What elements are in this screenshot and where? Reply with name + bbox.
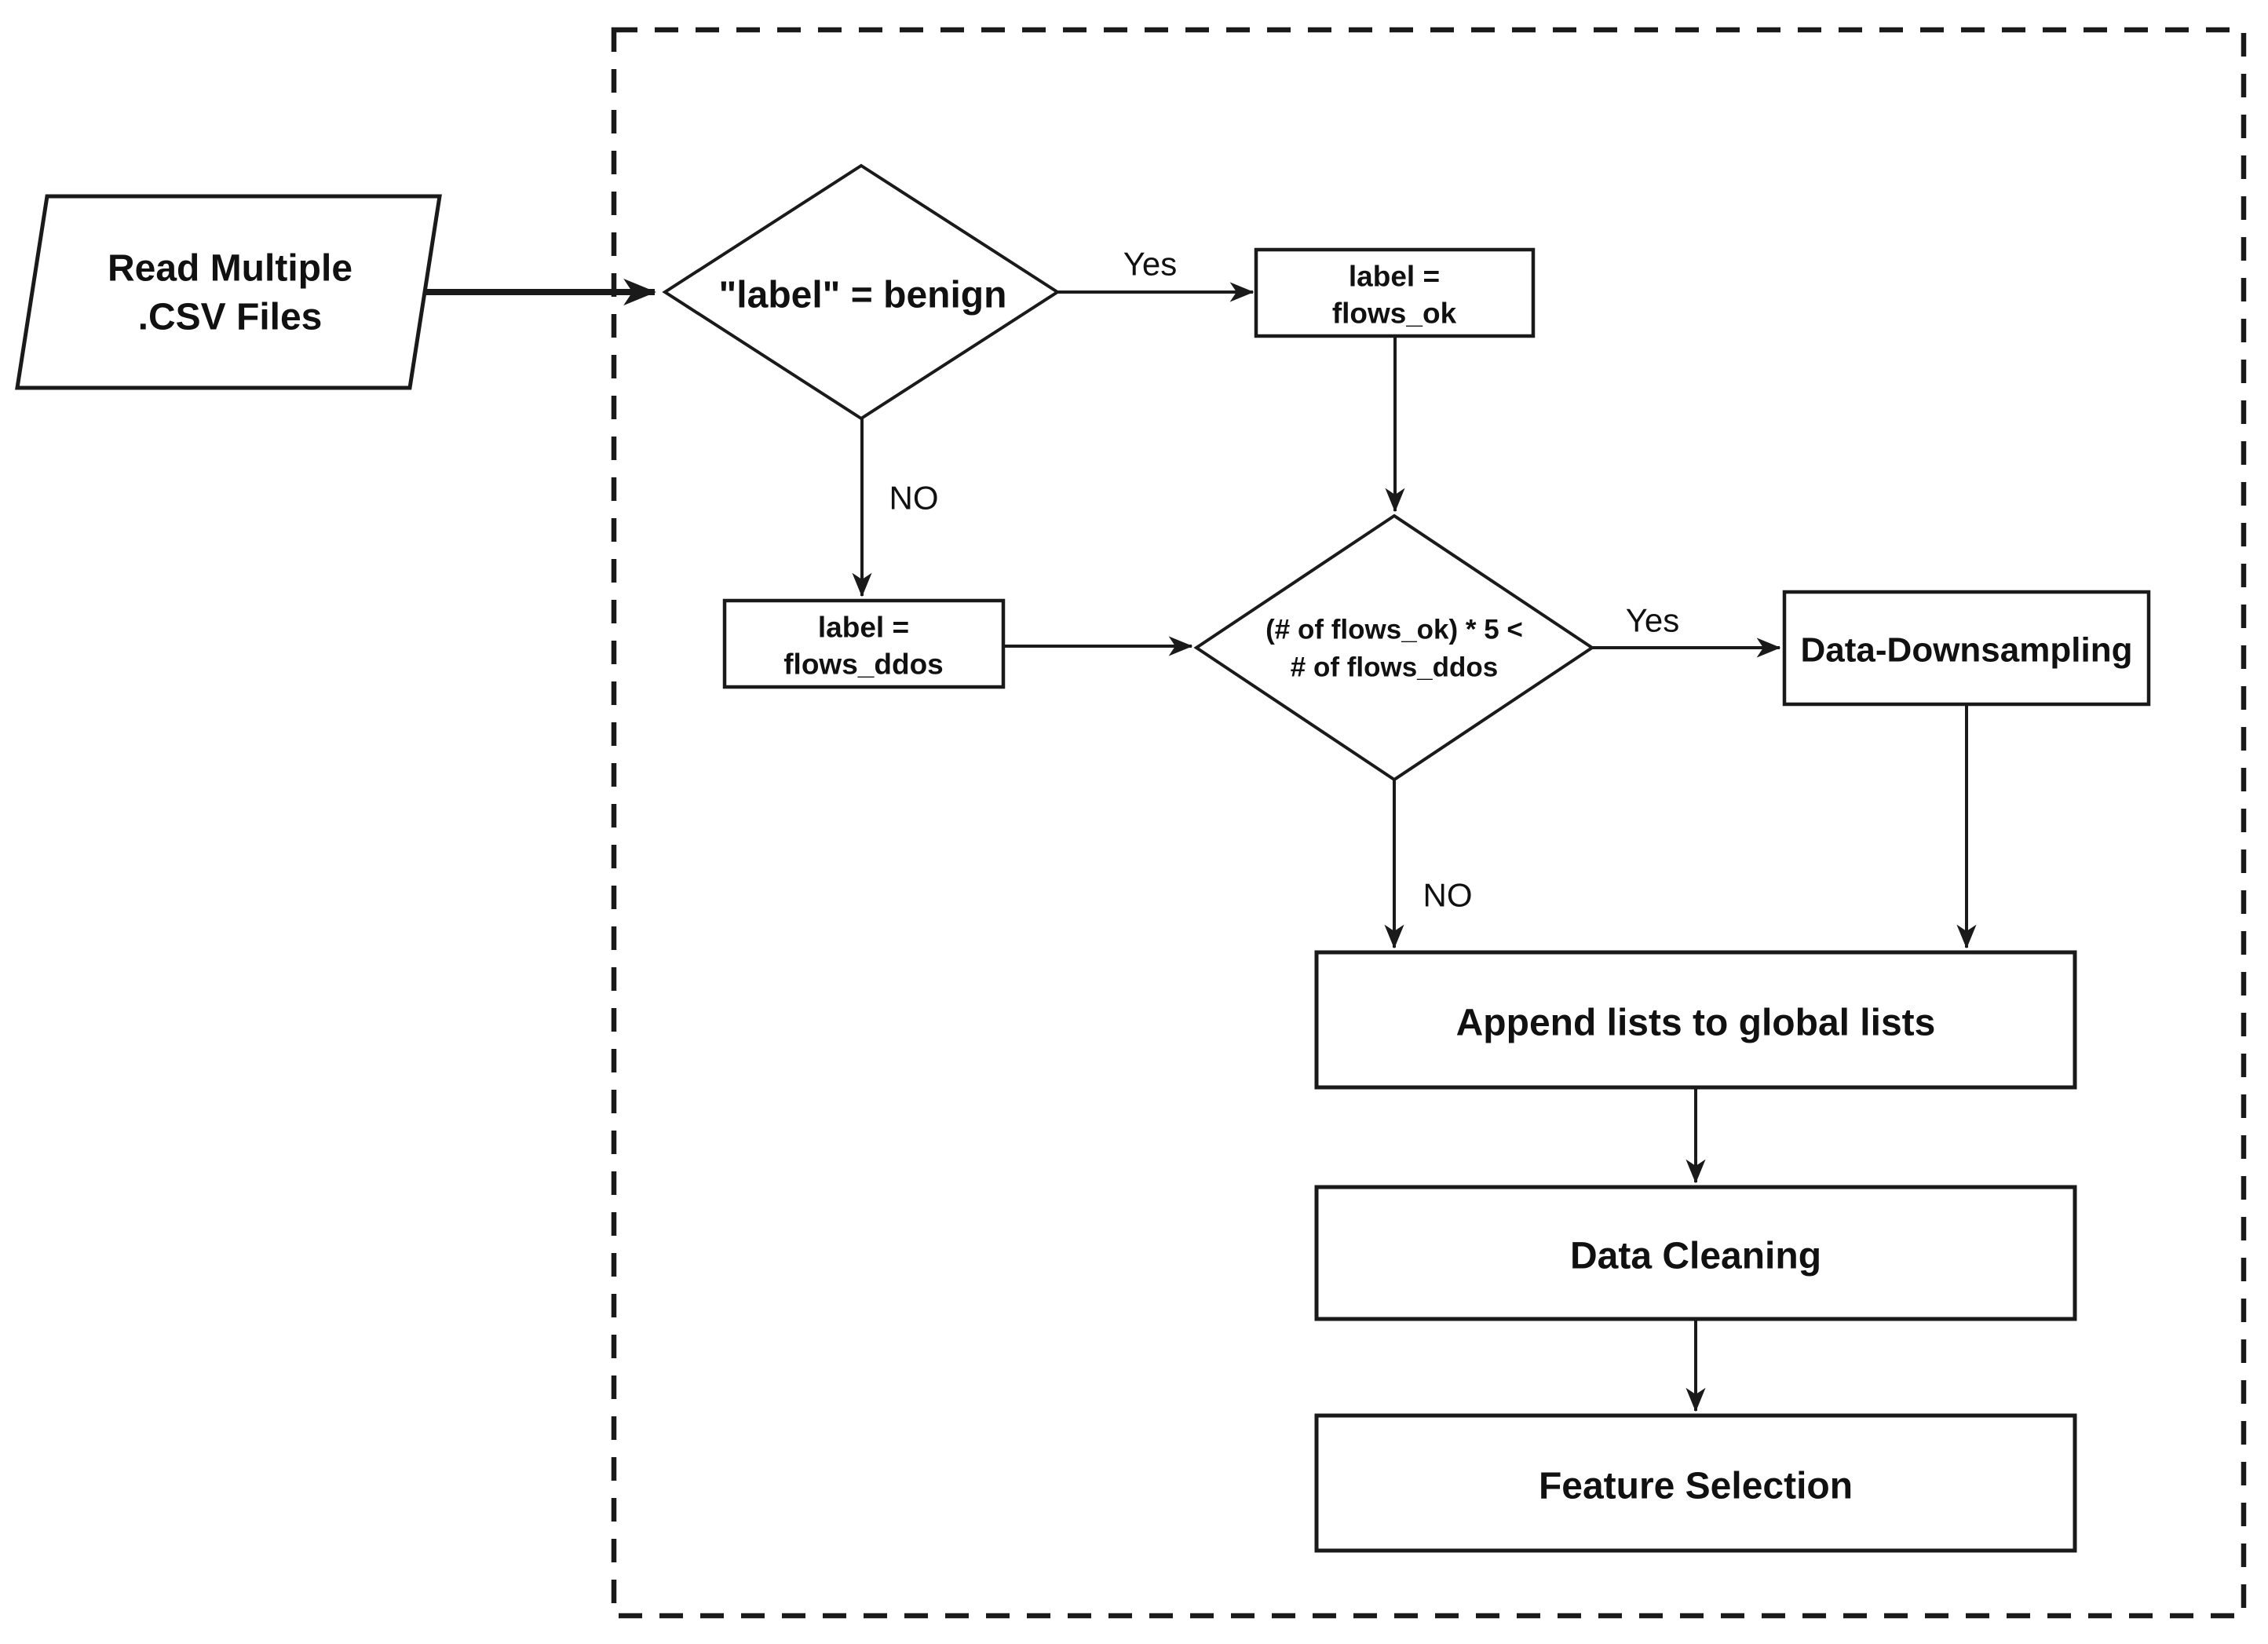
flows-ddos-label-line2: flows_ddos <box>783 648 944 681</box>
downsampling-label: Data-Downsampling <box>1801 631 2133 670</box>
feature-selection-label: Feature Selection <box>1539 1466 1853 1507</box>
node-flows-ok: label = flows_ok <box>1254 247 1536 338</box>
flows-ok-label-line2: flows_ok <box>1332 298 1457 330</box>
flows-ok-label-line1: label = <box>1349 261 1440 293</box>
read-csv-label-line1: Read Multiple <box>108 248 352 290</box>
edge-label-ratio-no: NO <box>1423 877 1473 914</box>
data-cleaning-box <box>1314 1185 2077 1321</box>
flows-ok-box <box>1254 247 1536 338</box>
edge-label-benign-yes: Yes <box>1123 246 1178 283</box>
ratio-check-label-line1: (# of flows_ok) * 5 < <box>1265 615 1523 645</box>
feature-selection-box <box>1314 1413 2077 1553</box>
node-append-global: Append lists to global lists <box>1314 950 2077 1090</box>
node-benign-check: "label" = benign <box>662 163 1061 421</box>
data-cleaning-label: Data Cleaning <box>1570 1236 1821 1277</box>
node-flows-ddos: label = flows_ddos <box>722 598 1006 689</box>
append-global-box <box>1314 950 2077 1090</box>
ratio-check-diamond <box>1193 513 1595 782</box>
edge-label-ratio-yes: Yes <box>1626 602 1680 639</box>
edge-label-benign-no: NO <box>889 480 939 517</box>
flows-ddos-label-line1: label = <box>818 612 909 644</box>
node-downsampling: Data-Downsampling <box>1782 590 2151 707</box>
downsampling-box <box>1782 590 2151 707</box>
dashed-boundary <box>611 27 2247 1619</box>
flows-ddos-box <box>722 598 1006 689</box>
node-read-csv: Read Multiple .CSV Files <box>15 194 442 390</box>
node-feature-selection: Feature Selection <box>1314 1413 2077 1553</box>
node-data-cleaning: Data Cleaning <box>1314 1185 2077 1321</box>
benign-check-label: "label" = benign <box>719 275 1007 316</box>
append-global-label: Append lists to global lists <box>1456 1003 1936 1044</box>
read-csv-parallelogram <box>15 194 442 390</box>
benign-check-diamond <box>662 163 1061 421</box>
read-csv-label-line2: .CSV Files <box>138 297 323 338</box>
node-ratio-check: (# of flows_ok) * 5 < # of flows_ddos <box>1193 513 1595 782</box>
ratio-check-label-line2: # of flows_ddos <box>1291 652 1498 683</box>
